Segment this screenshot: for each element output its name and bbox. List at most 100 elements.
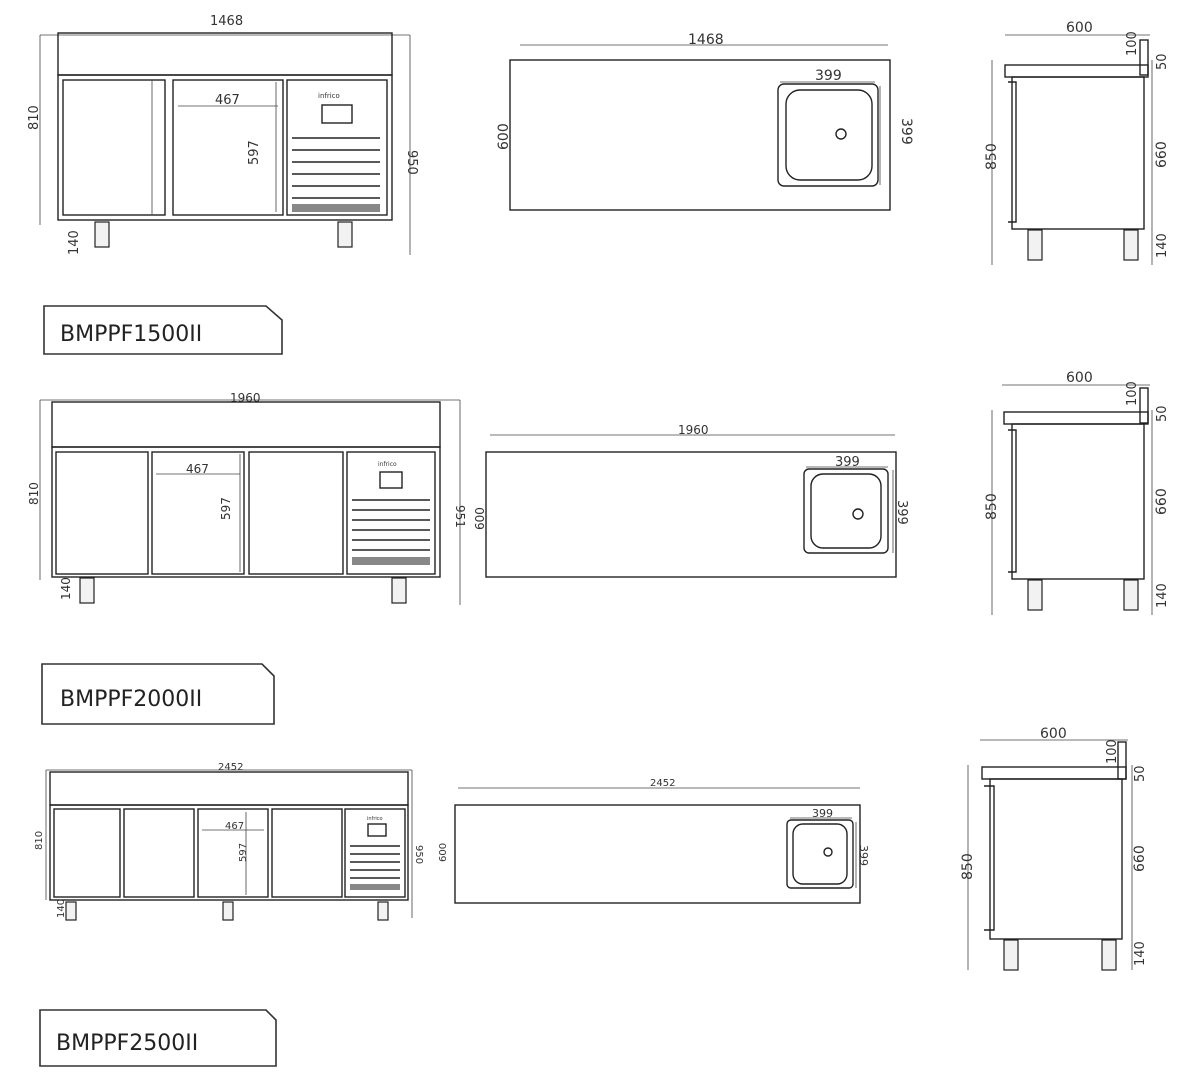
sink-basin: [785, 89, 873, 181]
backsplash: [57, 32, 393, 76]
dim-side-total-height: 850: [960, 853, 976, 880]
cabinet-body: [49, 804, 409, 901]
dim-front-height: 810: [34, 831, 45, 850]
sink-basin: [810, 473, 882, 549]
model-label: BMPPF1500II: [60, 322, 202, 347]
dim-top-width: 2452: [650, 778, 675, 789]
dim-front-width: 1960: [230, 391, 261, 405]
worktop: [454, 804, 861, 904]
upstand: [1139, 39, 1149, 76]
model-label-box: [39, 1009, 277, 1067]
leg: [79, 577, 95, 604]
dim-sink-width: 399: [835, 455, 860, 470]
leg: [222, 901, 234, 921]
front-view: 1468 810 950 467 597 infrico: [27, 14, 419, 255]
vent-grille: [292, 137, 380, 212]
dim-sink-width: 399: [815, 68, 842, 84]
door-4: [271, 808, 343, 898]
leg: [337, 221, 353, 248]
leg: [1027, 579, 1043, 611]
drain-icon: [823, 847, 833, 857]
top-edge: [1003, 411, 1149, 425]
door-left: [62, 79, 166, 216]
leg: [65, 901, 77, 921]
door-profile: [1008, 81, 1017, 223]
leg: [1123, 579, 1139, 611]
sink-outer: [777, 83, 879, 187]
leg: [377, 901, 389, 921]
machine-panel: [346, 451, 436, 575]
side-body: [1011, 423, 1145, 580]
drain-icon: [852, 508, 864, 520]
model-label-box: [43, 305, 283, 355]
brand-logo: infrico: [318, 92, 340, 100]
brand-logo: infrico: [367, 816, 383, 822]
leg: [1101, 939, 1117, 971]
dim-top-depth: 600: [473, 507, 487, 530]
dim-leg-height-side: 140: [1155, 583, 1170, 608]
dim-door-width: 467: [186, 462, 209, 476]
top-edge: [981, 766, 1127, 780]
door-right: [172, 79, 284, 216]
dim-leg-height: 140: [59, 577, 73, 600]
dim-body-height: 660: [1132, 845, 1148, 872]
dim-front-height-right: 950: [404, 150, 419, 175]
drawing-bmppf1500ii: 1468 810 950 467 597 infrico: [27, 14, 1170, 355]
leg: [94, 221, 110, 248]
drawing-bmppf2000ii: 1960 810 951 467 597 infrico: [27, 370, 1170, 725]
front-view: 1960 810 951 467 597 infrico: [27, 391, 467, 605]
dim-side-depth: 600: [1040, 726, 1067, 742]
dim-front-width: 1468: [210, 14, 243, 29]
dim-sink-depth: 399: [898, 118, 914, 145]
dim-door-height: 597: [219, 497, 233, 520]
dim-top-thickness: 50: [1133, 765, 1148, 782]
door-2: [123, 808, 195, 898]
dim-door-width: 467: [215, 93, 240, 108]
dim-leg-height: 140: [67, 230, 82, 255]
top-view: 2452 600 399 399: [438, 778, 870, 904]
dim-door-width: 467: [225, 821, 244, 832]
control-display: [379, 471, 403, 489]
control-display: [367, 823, 387, 837]
dim-side-depth: 600: [1066, 370, 1093, 386]
sink-basin: [792, 823, 848, 885]
dim-leg-height-side: 140: [1155, 233, 1170, 258]
vent-grille: [350, 845, 400, 890]
dim-upstand: 100: [1125, 31, 1140, 56]
model-label-box: [41, 663, 275, 725]
dim-upstand: 100: [1105, 739, 1120, 764]
top-view: 1468 600 399 399: [496, 32, 914, 211]
dim-door-height: 597: [247, 140, 262, 165]
control-display: [321, 104, 353, 124]
dim-leg-height-side: 140: [1133, 941, 1148, 966]
side-view: 600 850 100 50 660 140: [984, 370, 1170, 615]
dim-top-width: 1960: [678, 423, 709, 437]
cabinet-body: [51, 446, 441, 578]
side-view: 600 850 100 50 660 140: [984, 20, 1170, 265]
machine-panel: [344, 808, 406, 898]
door-1: [55, 451, 149, 575]
door-1: [53, 808, 121, 898]
dim-front-height-right: 950: [413, 845, 424, 864]
dim-side-depth: 600: [1066, 20, 1093, 36]
top-edge: [1004, 64, 1149, 78]
backsplash: [49, 771, 409, 806]
dim-front-height-right: 951: [453, 505, 467, 528]
vent-grille: [352, 499, 430, 565]
leg: [391, 577, 407, 604]
top-view: 1960 600 399 399: [473, 423, 909, 578]
drain-icon: [835, 128, 847, 140]
door-profile: [984, 785, 995, 931]
cabinet-body: [57, 74, 393, 221]
dim-top-width: 1468: [688, 32, 724, 48]
door-2: [151, 451, 245, 575]
worktop: [509, 59, 891, 211]
dim-leg-height: 140: [56, 899, 67, 918]
door-3: [197, 808, 269, 898]
leg: [1027, 229, 1043, 261]
sink-outer: [803, 468, 889, 554]
dim-top-depth: 600: [438, 843, 449, 862]
dim-top-thickness: 50: [1155, 53, 1170, 70]
leg: [1123, 229, 1139, 261]
